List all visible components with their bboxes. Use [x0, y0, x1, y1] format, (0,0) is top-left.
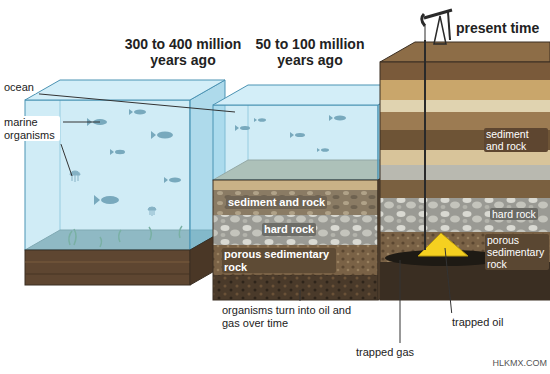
water-front — [213, 105, 378, 180]
ground-surface — [380, 42, 550, 62]
leader-line — [61, 144, 72, 176]
era-title: 50 to 100 million years ago — [245, 36, 375, 68]
callout-label: trapped oil — [452, 316, 503, 329]
stratum-line — [25, 262, 190, 263]
stratum — [380, 80, 550, 100]
ancient-ocean-block — [25, 80, 225, 285]
block-outline — [213, 180, 378, 300]
watermark: HLKMX.COM — [492, 358, 547, 368]
callout-label: marine organisms — [2, 116, 60, 141]
leader-line — [300, 290, 301, 301]
stratum — [380, 165, 550, 180]
layer-label: sediment and rock — [484, 128, 548, 152]
pumpjack — [448, 12, 450, 40]
era-title: 300 to 400 million years ago — [118, 36, 248, 68]
organic-layer — [213, 275, 378, 300]
layer-label: sediment and rock — [226, 196, 327, 209]
hard-rock-layer — [380, 198, 550, 232]
pumpjack — [422, 10, 452, 44]
sediment-layer — [213, 190, 378, 215]
seabed-front — [25, 250, 190, 285]
leader-line — [445, 248, 452, 313]
leader-line — [400, 260, 401, 343]
era-title: present time — [456, 20, 539, 36]
block-outline — [380, 62, 550, 300]
water-surface — [25, 80, 225, 100]
layer-label: porous sedimentary rock — [222, 248, 336, 273]
stratum — [380, 150, 550, 165]
layer-label: hard rock — [490, 208, 538, 220]
well-pipe — [424, 40, 426, 250]
leader-line — [63, 122, 100, 123]
pumpjack — [422, 14, 425, 26]
stratum-line — [25, 274, 190, 275]
stratum — [380, 62, 550, 80]
leader-line — [39, 94, 235, 112]
porous-layer — [213, 245, 378, 275]
sand-layer — [213, 180, 378, 190]
layer-label: hard rock — [262, 223, 316, 236]
callout-label: organisms turn into oil and gas over tim… — [222, 304, 352, 329]
hard-rock-layer — [213, 215, 378, 245]
callout-label: ocean — [2, 81, 36, 94]
stratum — [380, 100, 550, 112]
present-ground-block — [380, 10, 550, 300]
callout-label: trapped gas — [356, 346, 414, 359]
pumpjack — [434, 16, 446, 44]
layer-label: porous sedimentary rock — [485, 234, 549, 270]
stratum — [380, 180, 550, 198]
pumpjack — [425, 26, 426, 40]
